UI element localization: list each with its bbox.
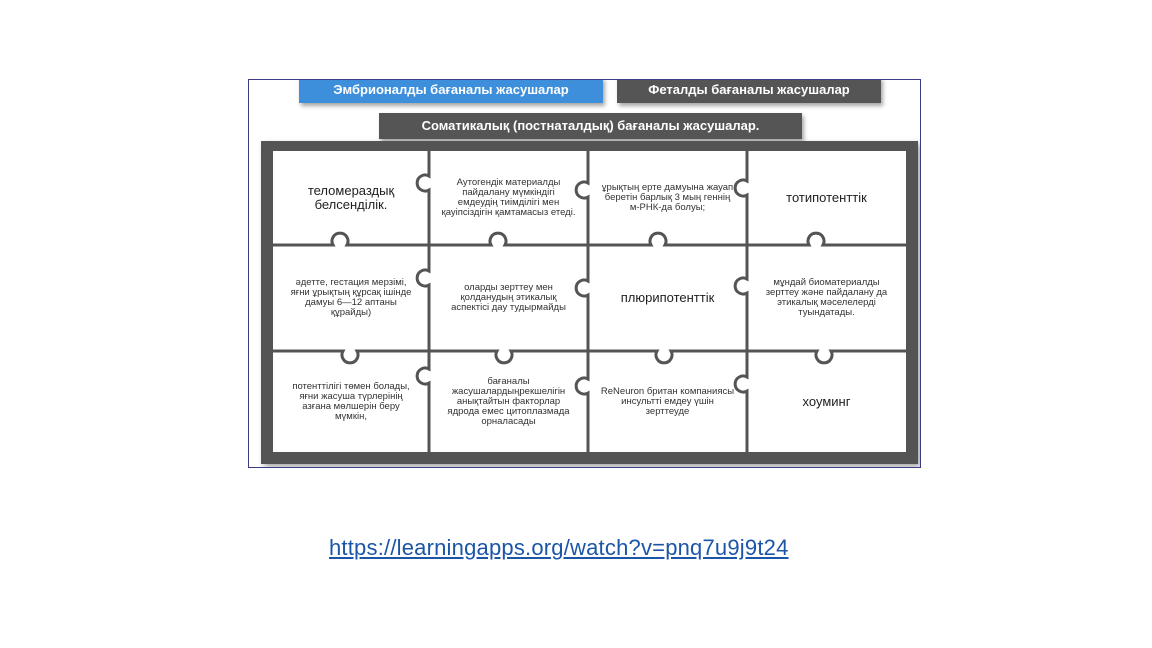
learningapps-link[interactable]: https://learningapps.org/watch?v=pnq7u9j… — [329, 535, 789, 560]
puzzle-tile[interactable]: бағаналы жасушалардыңрекшелігін анықтайт… — [447, 375, 570, 427]
puzzle-tile[interactable]: Аутогендік материалды пайдалану мүмкінді… — [441, 177, 576, 218]
puzzle-tile[interactable]: тотипотенттік — [786, 190, 867, 205]
puzzle-tile[interactable]: теломераздық белсенділік. — [307, 183, 395, 212]
learningapps-screenshot: Эмбрионалды бағаналы жасушалар Феталды б… — [248, 79, 921, 468]
puzzle-tile[interactable]: плюрипотенттік — [620, 290, 715, 305]
puzzle-tile[interactable]: ұрықтың ерте дамуына жауап беретін барлы… — [601, 182, 734, 213]
puzzle-tile[interactable]: ReNeuron британ компаниясы инсультті емд… — [600, 385, 735, 417]
category-fetal-button[interactable]: Феталды бағаналы жасушалар — [617, 80, 881, 103]
puzzle-tile[interactable]: хоуминг — [802, 393, 851, 409]
puzzle-tile[interactable]: мұндай биоматериалды зерттеу және пайдал… — [765, 277, 888, 318]
puzzle-grid: теломераздық белсенділік. Аутогендік мат… — [273, 151, 906, 452]
category-embryonic-button[interactable]: Эмбрионалды бағаналы жасушалар — [299, 80, 603, 103]
puzzle-tile[interactable]: оларды зерттеу мен қолданудың этикалық а… — [451, 282, 566, 313]
category-somatic-button[interactable]: Соматикалық (постнаталдық) бағаналы жасу… — [379, 113, 802, 139]
puzzle-tile[interactable]: әдетте, гестация мерзімі, яғни ұрықтың қ… — [290, 277, 412, 318]
puzzle-board: теломераздық белсенділік. Аутогендік мат… — [261, 141, 918, 464]
puzzle-tile[interactable]: потенттілігі төмен болады, яғни жасуша т… — [292, 380, 410, 422]
puzzle-seams — [273, 151, 906, 452]
